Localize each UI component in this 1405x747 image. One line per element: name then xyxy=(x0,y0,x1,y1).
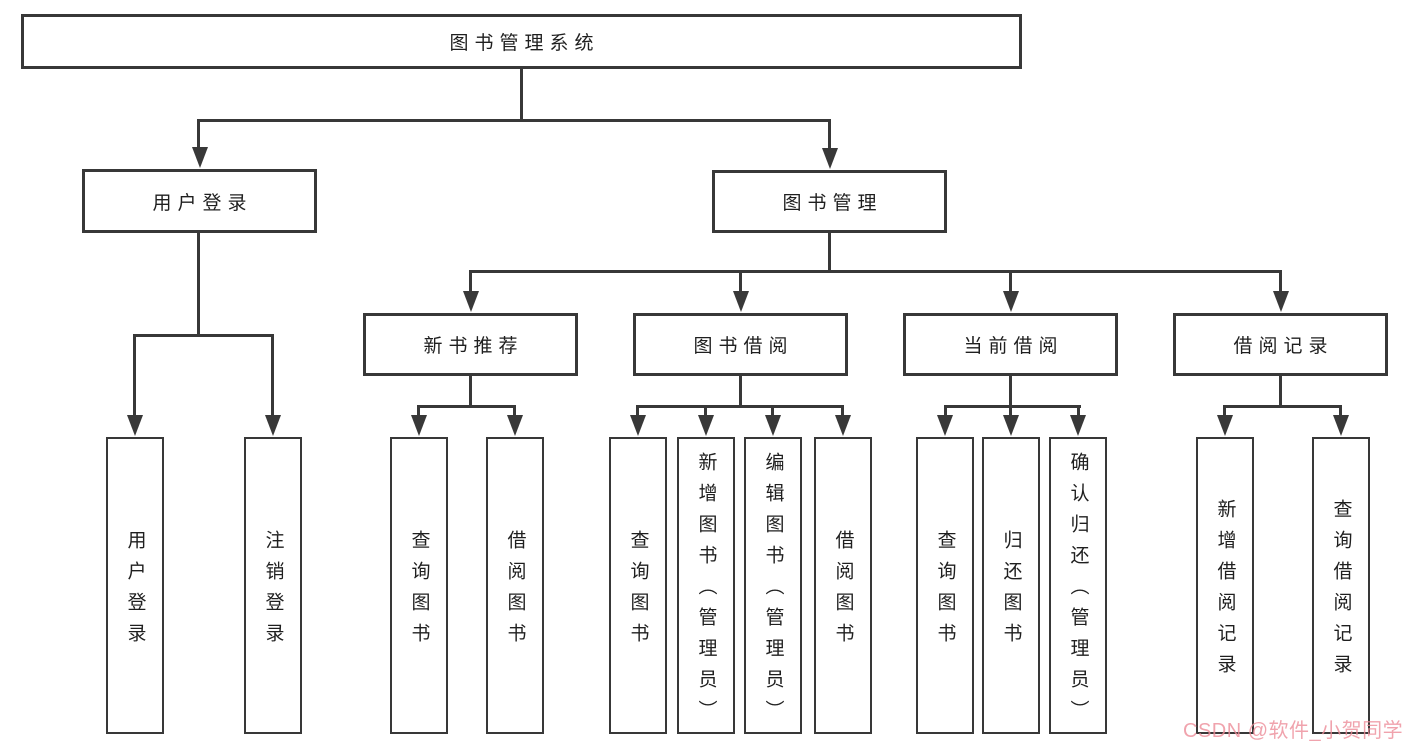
node-label: 用户登录 xyxy=(152,192,253,214)
leaf-label: 查询图书 xyxy=(934,529,956,654)
arrowhead-down-icon xyxy=(834,415,851,436)
connector-line xyxy=(828,119,831,152)
connector-line xyxy=(944,405,947,423)
arrowhead-down-icon xyxy=(1272,291,1289,312)
connector-line xyxy=(1223,405,1342,408)
node-book-management: 图书管理 xyxy=(712,170,947,233)
connector-line xyxy=(636,405,639,423)
node-label: 图书借阅 xyxy=(693,336,794,357)
connector-line xyxy=(133,334,136,420)
leaf-label: 借阅图书 xyxy=(832,529,854,654)
leaf-label: 注销登录 xyxy=(262,529,284,654)
node-current-borrow: 当前借阅 xyxy=(903,313,1118,376)
node-label: 新书推荐 xyxy=(423,336,524,357)
leaf-query-books-borrow: 查询图书 xyxy=(609,437,667,734)
connector-line xyxy=(1279,270,1282,296)
leaf-add-borrow-record: 新增借阅记录 xyxy=(1196,437,1254,734)
leaf-label: 新增图书（管理员） xyxy=(695,452,717,731)
leaf-confirm-return-admin: 确认归还（管理员） xyxy=(1049,437,1107,734)
leaf-query-borrow-record: 查询借阅记录 xyxy=(1312,437,1370,734)
arrowhead-down-icon xyxy=(507,415,523,436)
leaf-logout: 注销登录 xyxy=(244,437,302,734)
node-label: 图书管理系统 xyxy=(449,33,600,54)
connector-line xyxy=(198,119,831,122)
leaf-label: 归还图书 xyxy=(1000,529,1022,654)
connector-line xyxy=(828,233,831,273)
node-library-system: 图书管理系统 xyxy=(21,14,1022,69)
leaf-edit-book-admin: 编辑图书（管理员） xyxy=(744,437,802,734)
connector-line xyxy=(417,405,516,408)
connector-line xyxy=(1009,376,1012,408)
arrowhead-down-icon xyxy=(265,415,281,436)
node-user-login: 用户登录 xyxy=(82,169,317,233)
leaf-user-login: 用户登录 xyxy=(106,437,164,734)
leaf-add-book-admin: 新增图书（管理员） xyxy=(677,437,735,734)
leaf-borrow-books-recommend: 借阅图书 xyxy=(486,437,544,734)
arrowhead-down-icon xyxy=(821,148,838,169)
connector-line xyxy=(704,405,707,423)
node-label: 借阅记录 xyxy=(1233,336,1334,357)
arrowhead-down-icon xyxy=(411,415,427,436)
connector-line xyxy=(513,405,516,423)
arrowhead-down-icon xyxy=(127,415,143,436)
connector-line xyxy=(841,405,844,423)
leaf-label: 查询图书 xyxy=(627,529,649,654)
arrowhead-down-icon xyxy=(629,415,646,436)
leaf-query-books-current: 查询图书 xyxy=(916,437,974,734)
connector-line xyxy=(1279,376,1282,408)
leaf-label: 查询借阅记录 xyxy=(1330,498,1352,685)
connector-line xyxy=(417,405,420,423)
leaf-label: 用户登录 xyxy=(124,529,146,654)
leaf-label: 借阅图书 xyxy=(504,529,526,654)
connector-line xyxy=(739,376,742,408)
node-label: 当前借阅 xyxy=(963,336,1064,357)
arrowhead-down-icon xyxy=(1070,415,1086,436)
leaf-label: 编辑图书（管理员） xyxy=(762,452,784,731)
arrowhead-down-icon xyxy=(697,415,714,436)
connector-line xyxy=(1339,405,1342,423)
node-label: 图书管理 xyxy=(782,193,883,214)
leaf-borrow-books: 借阅图书 xyxy=(814,437,872,734)
node-new-book-recommend: 新书推荐 xyxy=(363,313,578,376)
connector-line xyxy=(1009,405,1012,423)
connector-line xyxy=(469,270,472,296)
arrowhead-down-icon xyxy=(1003,415,1019,436)
arrowhead-down-icon xyxy=(732,291,749,312)
leaf-label: 查询图书 xyxy=(408,529,430,654)
node-borrow-records: 借阅记录 xyxy=(1173,313,1388,376)
leaf-return-books: 归还图书 xyxy=(982,437,1040,734)
watermark: CSDN @软件_小贺同学 xyxy=(1183,720,1404,742)
connector-line xyxy=(1009,270,1012,296)
connector-line xyxy=(1223,405,1226,423)
connector-line xyxy=(944,405,1081,408)
connector-line xyxy=(197,233,200,337)
arrowhead-down-icon xyxy=(937,415,953,436)
arrowhead-down-icon xyxy=(764,415,781,436)
connector-line xyxy=(133,334,274,337)
leaf-query-books-recommend: 查询图书 xyxy=(390,437,448,734)
arrowhead-down-icon xyxy=(1002,291,1019,312)
leaf-label: 确认归还（管理员） xyxy=(1067,452,1089,731)
connector-line xyxy=(636,405,844,408)
arrowhead-down-icon xyxy=(191,147,208,168)
arrowhead-down-icon xyxy=(1333,415,1349,436)
arrowhead-down-icon xyxy=(462,291,479,312)
node-book-borrow: 图书借阅 xyxy=(633,313,848,376)
connector-line xyxy=(469,376,472,408)
connector-line xyxy=(771,405,774,423)
connector-line xyxy=(197,119,200,151)
leaf-label: 新增借阅记录 xyxy=(1214,498,1236,685)
arrowhead-down-icon xyxy=(1217,415,1233,436)
connector-line xyxy=(1077,405,1080,423)
connector-line xyxy=(520,67,523,122)
connector-line xyxy=(271,334,274,420)
connector-line xyxy=(739,270,742,296)
connector-line xyxy=(469,270,1282,273)
